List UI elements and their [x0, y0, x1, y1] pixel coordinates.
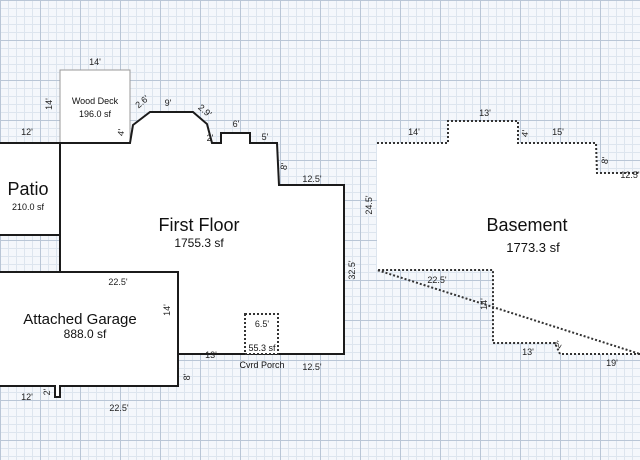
dim-ff-6: 6'	[233, 119, 240, 129]
dim-base-13-top: 13'	[479, 108, 491, 118]
dim-ff-8: 8'	[279, 162, 290, 171]
dim-porch-65: 6.5'	[255, 319, 270, 329]
dim-base-14-lower: 14'	[479, 298, 489, 310]
dim-ff-125-upper: 12.5'	[302, 174, 322, 184]
dim-garage-12: 12'	[21, 392, 33, 402]
dim-base-4: 4'	[520, 129, 531, 138]
dim-base-13-bottom: 13'	[522, 347, 534, 357]
dim-base-8: 8'	[600, 156, 611, 165]
dim-garage-13: 13'	[205, 350, 217, 360]
dim-base-2: 2'	[552, 339, 564, 350]
room-patio-name: Patio	[7, 179, 48, 199]
room-basement-area: 1773.3 sf	[506, 240, 560, 255]
dim-ff-9: 9'	[165, 98, 172, 108]
dim-ff-26: 2.6'	[133, 93, 151, 110]
dim-base-245: 24.5'	[364, 195, 374, 215]
room-wood-deck[interactable]: Wood Deck 196.0 sf	[59, 69, 131, 145]
room-patio[interactable]: Patio 210.0 sf	[0, 142, 60, 236]
dim-ff-325: 32.5'	[347, 260, 357, 280]
dim-garage-2: 2'	[42, 388, 52, 395]
dim-ff-5: 5'	[262, 132, 269, 142]
room-wood-deck-area: 196.0 sf	[79, 109, 112, 119]
dim-base-225: 22.5'	[427, 275, 447, 285]
room-patio-area: 210.0 sf	[12, 202, 45, 212]
dim-garage-225-top: 22.5'	[108, 277, 128, 287]
room-attached-garage-area: 888.0 sf	[64, 327, 107, 341]
dim-deck-left: 14'	[44, 98, 54, 110]
dim-garage-225-bottom: 22.5'	[109, 403, 129, 413]
dim-garage-8: 8'	[182, 373, 192, 380]
room-cvrd-porch-name: Cvrd Porch	[239, 360, 284, 370]
room-basement-name: Basement	[486, 215, 567, 235]
dim-ff-125-lower: 12.5'	[302, 362, 322, 372]
room-cvrd-porch-area: 55.3 sf	[248, 343, 276, 353]
dim-ff-2: 2'	[207, 133, 214, 143]
room-attached-garage-name: Attached Garage	[23, 311, 136, 328]
dim-base-14: 14'	[408, 127, 420, 137]
dim-base-15: 15'	[552, 127, 564, 137]
room-first-floor-name: First Floor	[159, 215, 240, 235]
dim-base-125: 12.5'	[620, 170, 640, 180]
dim-ff-4: 4'	[116, 128, 127, 137]
dim-garage-14: 14'	[162, 304, 172, 316]
room-attached-garage[interactable]: Attached Garage 888.0 sf	[0, 271, 179, 398]
room-basement[interactable]: Basement 1773.3 sf	[376, 120, 640, 355]
dim-patio-top: 12'	[21, 127, 33, 137]
room-first-floor-area: 1755.3 sf	[174, 236, 224, 250]
room-cvrd-porch[interactable]: 55.3 sf Cvrd Porch	[239, 313, 285, 370]
dim-deck-top: 14'	[89, 57, 101, 67]
dim-base-19: 19'	[606, 358, 618, 368]
room-wood-deck-name: Wood Deck	[72, 96, 119, 106]
